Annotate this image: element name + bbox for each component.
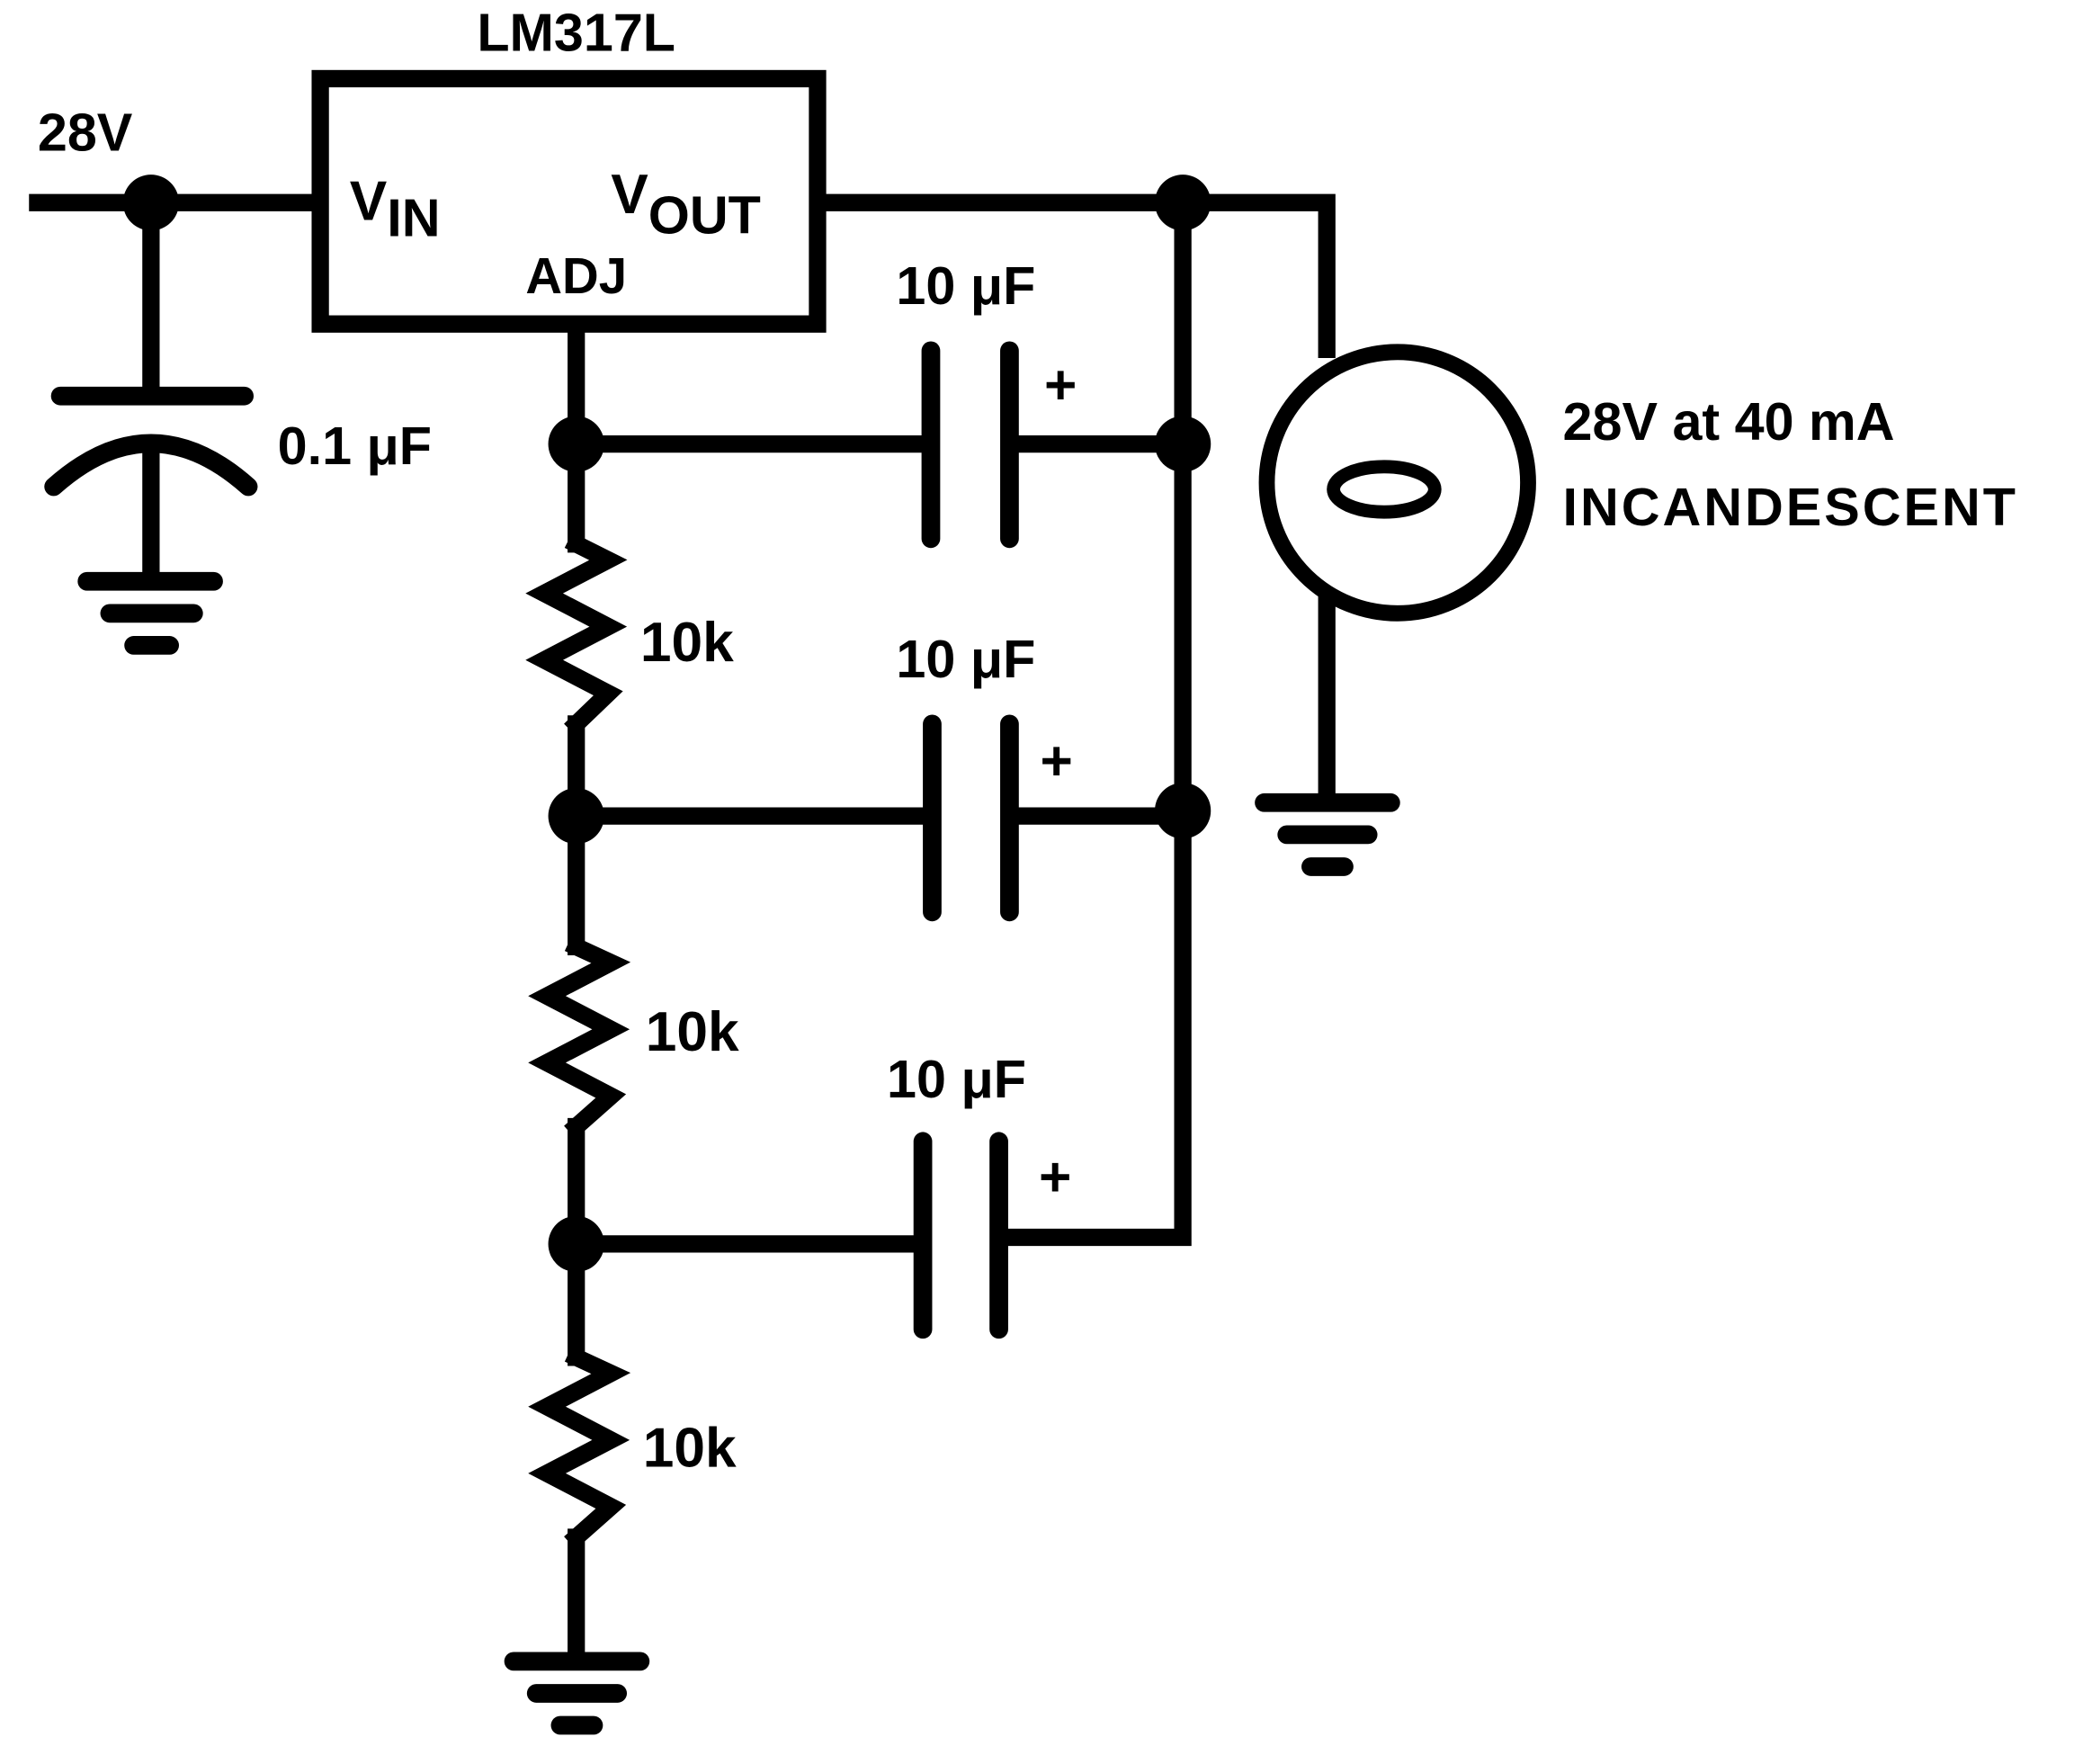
lamp-rating-label: 28V at 40 mA [1563,391,1895,452]
junction-dot [548,1215,604,1273]
capacitor-c1: 10 μF + [896,255,1077,549]
resistor-r3-zigzag [528,1346,631,1550]
resistor-r2-value: 10k [646,1001,739,1063]
ground-symbol-ladder [504,1652,650,1735]
regulator-part-label: LM317L [477,2,675,62]
bypass-capacitor: 0.1 μF [44,386,432,497]
bypass-cap-value: 0.1 μF [278,416,432,476]
wiring [29,193,1336,1670]
output-wire [809,193,1336,358]
incandescent-lamp: 28V at 40 mA INCANDESCENT [1258,344,2018,622]
input-voltage-label: 28V [38,102,133,162]
junction-dots [122,175,1211,1273]
regulator-body [311,69,827,333]
resistor-r2-zigzag [528,935,631,1140]
capacitor-c3: 10 μF + [887,1049,1071,1339]
capacitor-c1-value: 10 μF [896,255,1035,316]
pin-vout-main: V [611,164,648,226]
pin-vin-main: V [350,171,388,233]
ground-symbol-bypass [77,571,223,655]
bypass-cap-curved-plate [44,434,258,497]
lamp-filament [1327,460,1442,519]
pin-vin-sub: IN [387,187,440,247]
junction-dot [1154,416,1211,472]
junction-dot [548,416,604,472]
resistor-r1: 10k [525,532,734,737]
junction-dot [548,788,604,845]
resistor-r1-value: 10k [640,612,734,674]
resistor-r3-value: 10k [643,1417,737,1479]
pin-vout-label: VOUT [611,164,761,245]
capacitor-c2-value: 10 μF [896,629,1035,689]
junction-dot [122,175,179,231]
pin-adj-label: ADJ [525,247,627,304]
pin-vin-label: VIN [350,171,441,248]
capacitor-c1-polarity: + [1044,354,1077,416]
lamp-type-label: INCANDESCENT [1563,477,2018,537]
lamp-bulb [1258,344,1536,622]
capacitor-c2: 10 μF + [896,629,1073,922]
regulator-ic: LM317L VIN VOUT ADJ [311,2,827,333]
ground-symbol-lamp [1255,792,1400,876]
junction-dot [1154,175,1211,231]
output-bus [1002,193,1192,1247]
junction-dot [1154,783,1211,839]
capacitor-c2-polarity: + [1041,730,1073,792]
pin-vout-sub: OUT [648,184,761,245]
resistor-r3: 10k [528,1346,737,1550]
resistor-r2: 10k [528,935,739,1140]
resistor-r1-zigzag [525,532,628,737]
capacitor-c3-value: 10 μF [887,1049,1026,1109]
capacitor-c3-polarity: + [1039,1147,1071,1209]
